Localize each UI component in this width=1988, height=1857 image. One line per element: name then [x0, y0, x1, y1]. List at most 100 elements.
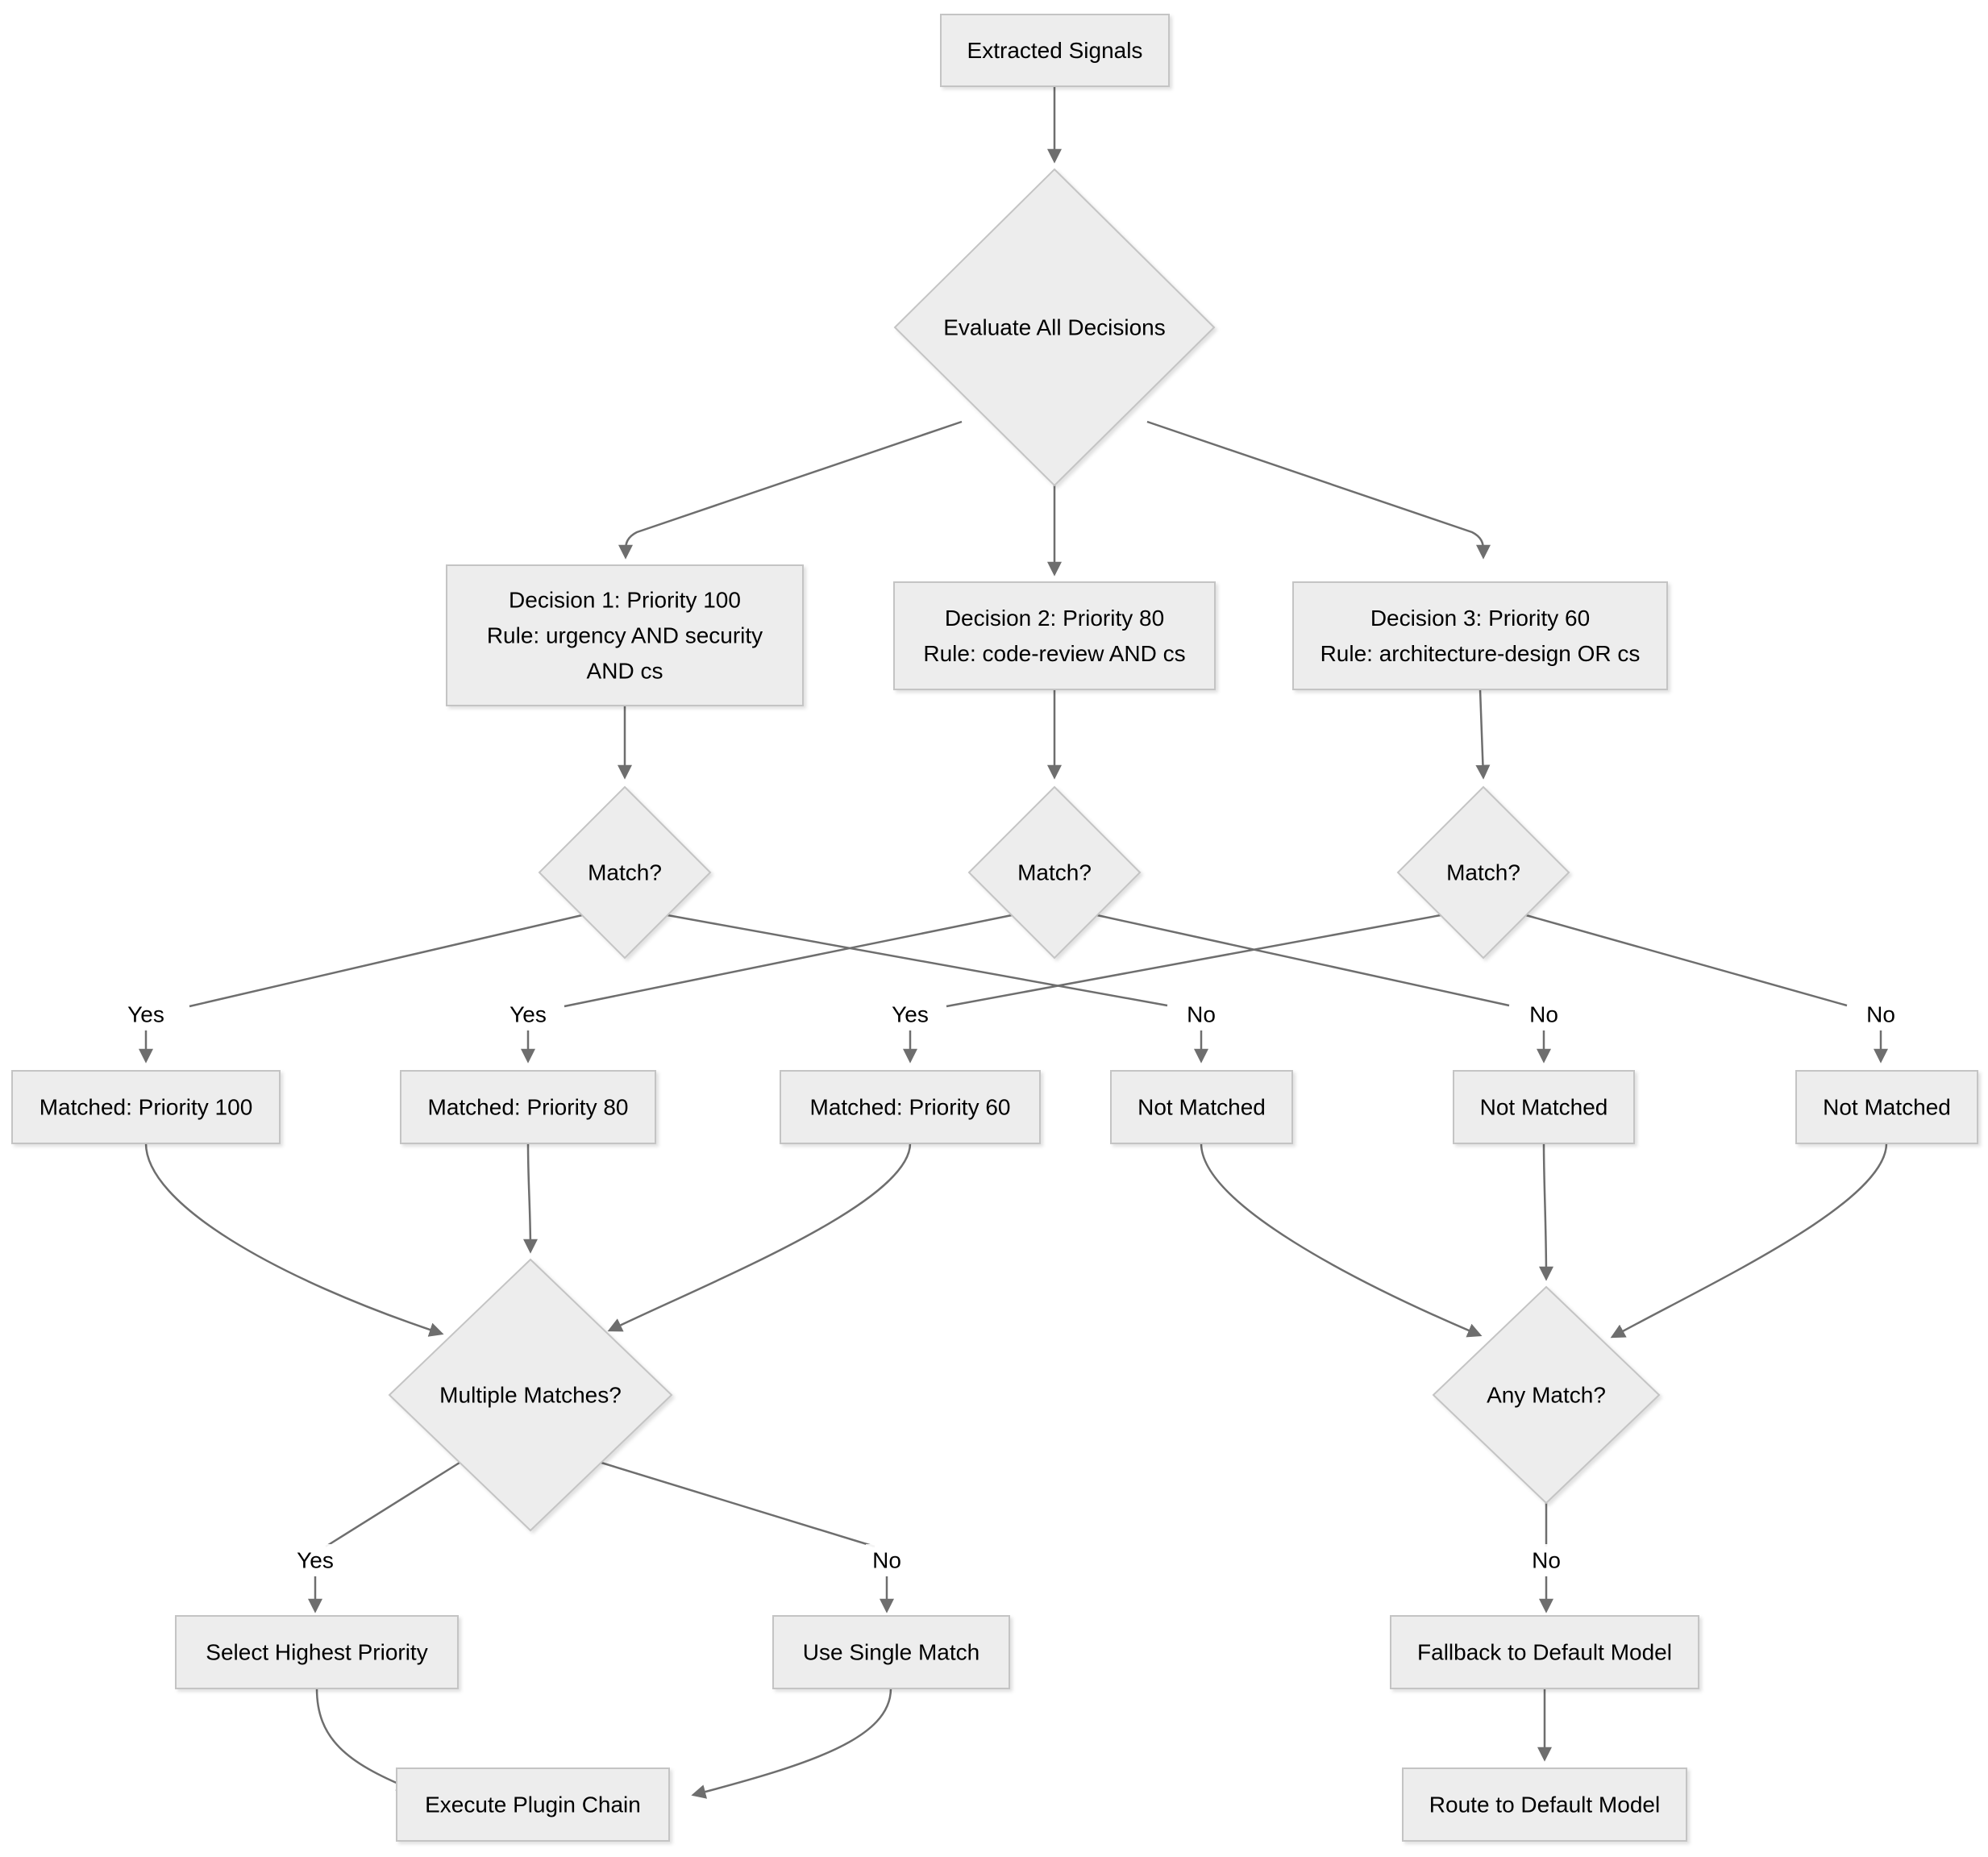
node-any-match: Any Match? [1432, 1285, 1661, 1505]
label-no-multiple-text: No [872, 1548, 901, 1573]
decision-2-shape [893, 581, 1216, 690]
decision-1-label: Decision 1: Priority 100 [509, 588, 741, 613]
label-no-multiple-bg [866, 1544, 908, 1576]
node-matched-priority-80: Matched: Priority 80 [400, 1070, 656, 1144]
node-not-matched-3: Not Matched [1795, 1070, 1978, 1144]
decision-3-shape [1292, 581, 1668, 690]
execute-plugin-chain-shape [396, 1767, 670, 1842]
match-3-label: Match? [1446, 860, 1520, 885]
edge-matched-priority-100-to-multiple-matches [144, 1143, 444, 1337]
decision-2-label: Decision 2: Priority 80 [945, 606, 1164, 631]
label-no-2: No [1523, 998, 1565, 1031]
not-matched-3-shape [1795, 1070, 1978, 1144]
edge-match-1-to-label-yes-1 [189, 914, 583, 1008]
any-match-shape [1432, 1285, 1661, 1505]
fallback-to-default-model-label: Fallback to Default Model [1417, 1640, 1672, 1665]
label-yes-1: Yes [118, 998, 174, 1031]
node-matched-priority-100: Matched: Priority 100 [11, 1070, 281, 1144]
node-execute-plugin-chain: Execute Plugin Chain [396, 1767, 670, 1842]
node-match-3: Match? [1396, 785, 1570, 960]
label-no-3-text: No [1866, 1002, 1895, 1027]
edge-match-2-to-label-no-2 [1096, 914, 1510, 1007]
matched-priority-60-shape [780, 1070, 1041, 1144]
label-yes-multiple-text: Yes [297, 1548, 334, 1573]
decision-3-label: Rule: architecture-design OR cs [1320, 641, 1641, 666]
match-3-shape [1396, 785, 1570, 960]
node-use-single-match: Use Single Match [772, 1615, 1010, 1689]
extracted-signals-label: Extracted Signals [967, 38, 1143, 63]
edge-matched-priority-60-to-multiple-matches [607, 1143, 912, 1332]
label-no-anymatch-text: No [1532, 1548, 1561, 1573]
edge-use-single-match-to-execute-plugin-chain [691, 1688, 892, 1799]
label-yes-2-bg [500, 998, 556, 1031]
label-yes-3-bg [882, 998, 938, 1031]
label-no-1: No [1180, 998, 1222, 1031]
not-matched-2-label: Not Matched [1480, 1095, 1608, 1120]
match-1-shape [538, 785, 712, 960]
label-yes-multiple-bg [287, 1544, 343, 1576]
select-highest-priority-shape [175, 1615, 459, 1689]
evaluate-all-decisions-label: Evaluate All Decisions [943, 315, 1165, 340]
label-yes-2-text: Yes [509, 1002, 547, 1027]
matched-priority-80-label: Matched: Priority 80 [428, 1095, 629, 1120]
not-matched-3-label: Not Matched [1823, 1095, 1951, 1120]
edge-not-matched-3-to-any-match [1610, 1143, 1888, 1339]
decision-3-label: Decision 3: Priority 60 [1370, 606, 1590, 631]
execute-plugin-chain-label: Execute Plugin Chain [425, 1792, 641, 1817]
edge-select-highest-priority-to-execute-plugin-chain [315, 1688, 412, 1791]
label-yes-1-text: Yes [127, 1002, 164, 1027]
label-no-1-text: No [1187, 1002, 1216, 1027]
matched-priority-100-shape [11, 1070, 281, 1144]
label-no-2-text: No [1529, 1002, 1558, 1027]
decision-1-label: Rule: urgency AND security [487, 623, 763, 648]
edges-layer [139, 86, 1888, 1799]
matched-priority-80-shape [400, 1070, 656, 1144]
not-matched-1-shape [1110, 1070, 1293, 1144]
match-1-label: Match? [588, 860, 662, 885]
node-not-matched-2: Not Matched [1453, 1070, 1635, 1144]
not-matched-1-label: Not Matched [1137, 1095, 1266, 1120]
edge-not-matched-2-to-any-match [1538, 1143, 1553, 1281]
node-select-highest-priority: Select Highest Priority [175, 1615, 459, 1689]
decision-1-label: AND cs [587, 659, 663, 684]
label-yes-2: Yes [500, 998, 556, 1031]
match-2-shape [967, 785, 1142, 960]
edge-match-3-to-label-no-3 [1525, 914, 1848, 1007]
label-yes-multiple: Yes [287, 1544, 343, 1576]
match-2-label: Match? [1017, 860, 1092, 885]
edge-match-3-to-label-yes-3 [946, 914, 1441, 1008]
fallback-to-default-model-shape [1390, 1615, 1699, 1689]
label-yes-1-bg [118, 998, 174, 1031]
extracted-signals-shape [940, 14, 1170, 87]
use-single-match-label: Use Single Match [803, 1640, 979, 1665]
edge-decision-3-to-match-3 [1475, 689, 1491, 780]
edge-multiple-matches-to-label-no-multiple [601, 1461, 875, 1548]
route-to-default-model-shape [1402, 1767, 1687, 1842]
evaluate-all-decisions-shape [893, 168, 1216, 487]
matched-priority-100-label: Matched: Priority 100 [40, 1095, 253, 1120]
decision-1-shape [446, 564, 804, 706]
edge-evaluate-all-decisions-to-decision-3 [1146, 420, 1491, 560]
node-extracted-signals: Extracted Signals [940, 14, 1170, 87]
label-yes-3-text: Yes [892, 1002, 929, 1027]
node-match-1: Match? [538, 785, 712, 960]
not-matched-2-shape [1453, 1070, 1635, 1144]
label-no-1-bg [1180, 998, 1222, 1031]
node-fallback-to-default-model: Fallback to Default Model [1390, 1615, 1699, 1689]
route-to-default-model-label: Route to Default Model [1429, 1792, 1660, 1817]
edge-evaluate-all-decisions-to-decision-1 [618, 420, 963, 560]
multiple-matches-shape [388, 1258, 673, 1532]
node-match-2: Match? [967, 785, 1142, 960]
matched-priority-60-label: Matched: Priority 60 [810, 1095, 1011, 1120]
node-multiple-matches: Multiple Matches? [388, 1258, 673, 1532]
use-single-match-shape [772, 1615, 1010, 1689]
label-no-2-bg [1523, 998, 1565, 1031]
edge-matched-priority-80-to-multiple-matches [522, 1143, 538, 1254]
edge-match-2-to-label-yes-2 [564, 914, 1013, 1008]
label-no-3: No [1860, 998, 1902, 1031]
